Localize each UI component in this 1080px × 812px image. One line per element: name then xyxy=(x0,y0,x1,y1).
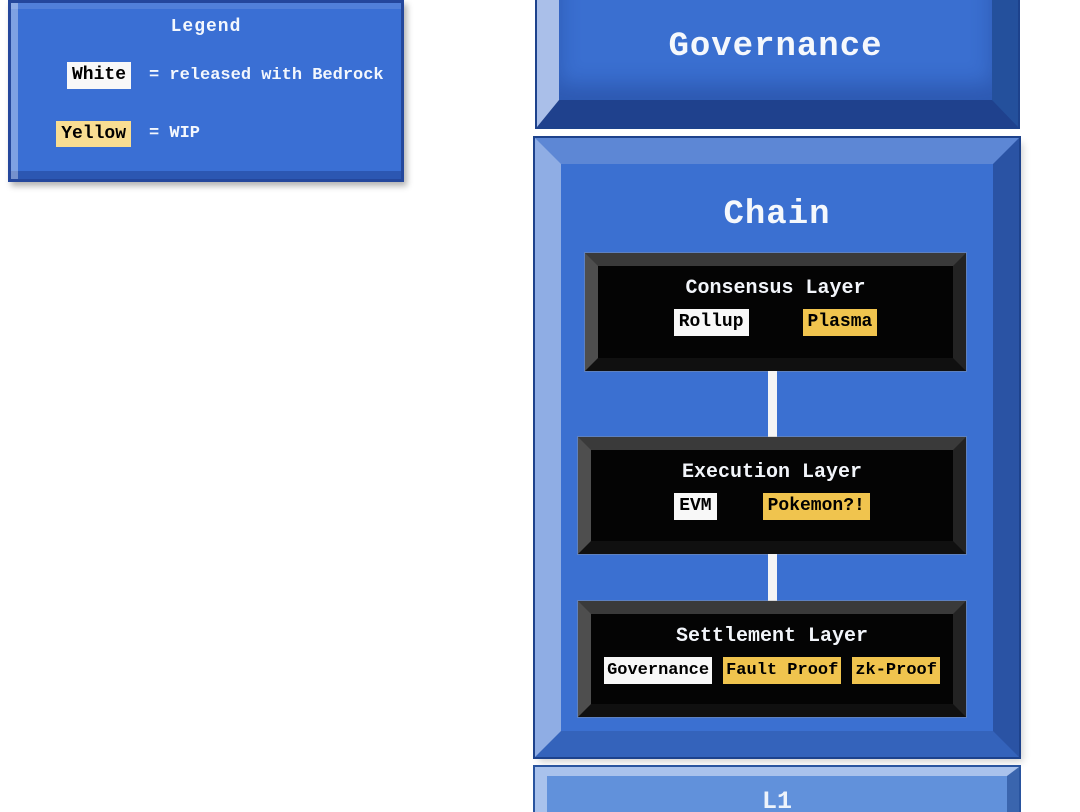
chain-box: Chain Consensus Layer Rollup Plasma Exec… xyxy=(533,136,1021,759)
chip-rollup: Rollup xyxy=(673,309,749,336)
connector-line-execution-settlement xyxy=(768,554,777,601)
chip-pokemon: Pokemon?! xyxy=(762,493,870,520)
connector-line-consensus-execution xyxy=(768,371,777,437)
consensus-layer-title: Consensus Layer xyxy=(685,277,866,300)
settlement-layer-title: Settlement Layer xyxy=(675,625,869,648)
l1-title: L1 xyxy=(761,787,792,812)
execution-layer-title: Execution Layer xyxy=(681,461,863,484)
chip-governance: Governance xyxy=(604,657,713,685)
legend-item-wip: Yellow = WIP xyxy=(56,120,401,147)
chip-plasma: Plasma xyxy=(802,309,878,336)
legend-description-released: = released with Bedrock xyxy=(149,65,384,85)
execution-layer-box: Execution Layer EVM Pokemon?! xyxy=(578,437,966,554)
legend-swatch-column: Yellow xyxy=(56,120,131,147)
chip-zk-proof: zk-Proof xyxy=(852,657,940,685)
settlement-layer-box: Settlement Layer Governance Fault Proof … xyxy=(578,601,966,717)
governance-title: Governance xyxy=(668,28,883,66)
legend-swatch-column: White xyxy=(59,62,131,89)
governance-box: Governance xyxy=(535,0,1020,129)
l1-box: L1 xyxy=(533,765,1021,812)
chip-evm: EVM xyxy=(674,493,717,520)
execution-chip-row: EVM Pokemon?! xyxy=(674,493,870,520)
consensus-layer-box: Consensus Layer Rollup Plasma xyxy=(585,253,966,371)
chain-title: Chain xyxy=(723,196,831,234)
legend-box: Legend White = released with Bedrock Yel… xyxy=(8,0,404,182)
legend-swatch-yellow: Yellow xyxy=(56,120,131,147)
legend-item-released: White = released with Bedrock xyxy=(59,62,401,89)
settlement-chip-row: Governance Fault Proof zk-Proof xyxy=(604,657,940,685)
legend-title: Legend xyxy=(170,17,242,37)
chip-fault-proof: Fault Proof xyxy=(723,657,842,685)
chain-box-interior: Chain Consensus Layer Rollup Plasma Exec… xyxy=(561,164,993,731)
legend-swatch-white: White xyxy=(66,62,131,89)
legend-description-wip: = WIP xyxy=(149,124,201,144)
consensus-chip-row: Rollup Plasma xyxy=(673,309,878,336)
